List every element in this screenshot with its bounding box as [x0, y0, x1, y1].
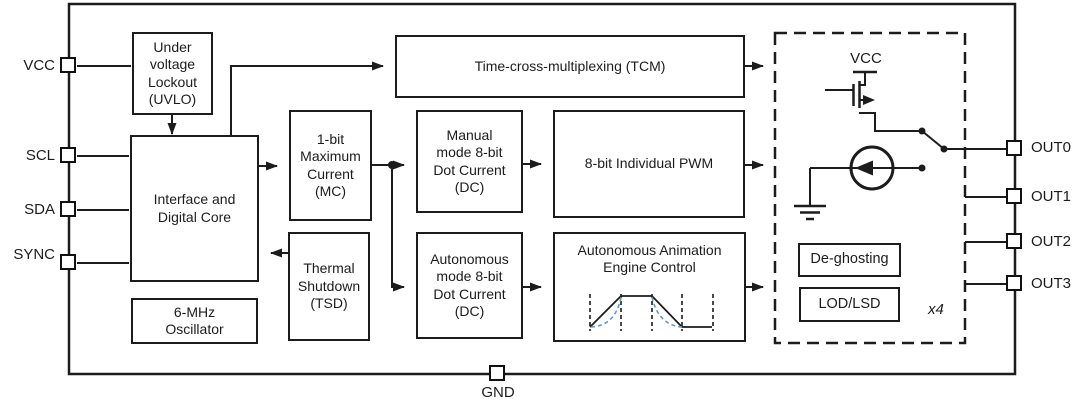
- pin-sync: [60, 254, 76, 270]
- block-lod-lsd: LOD/LSD: [799, 287, 900, 322]
- pin-label-out0: OUT0: [1031, 139, 1072, 156]
- block-uvlo: Under voltage Lockout (UVLO): [132, 32, 213, 115]
- pin-label-out3: OUT3: [1031, 275, 1072, 292]
- pin-out2: [1006, 233, 1022, 249]
- output-stage-vcc-label: VCC: [850, 50, 882, 67]
- current-source-arrow: [855, 160, 873, 176]
- current-source-circle: [849, 145, 895, 191]
- switch-contact-bottom: [918, 164, 926, 172]
- block-oscillator: 6-MHz Oscillator: [131, 298, 258, 344]
- pin-label-out2: OUT2: [1031, 233, 1072, 250]
- signal-wires: [77, 61, 1008, 292]
- block-interface-digital-core: Interface and Digital Core: [130, 135, 259, 282]
- block-maximum-current: 1-bit Maximum Current (MC): [289, 110, 372, 221]
- pin-label-vcc: VCC: [23, 57, 55, 74]
- block-manual-dot-current: Manual mode 8-bit Dot Current (DC): [416, 110, 523, 213]
- waveform-trapezoid: [589, 295, 712, 328]
- pin-label-scl: SCL: [25, 147, 55, 164]
- pin-label-gnd: GND: [481, 384, 515, 401]
- switch-pole: [940, 145, 948, 153]
- block-individual-pwm: 8-bit Individual PWM: [553, 110, 745, 218]
- pin-label-sync: SYNC: [13, 246, 55, 263]
- output-switch: [918, 127, 948, 153]
- pin-vcc: [60, 57, 76, 73]
- pin-scl: [60, 147, 76, 163]
- pin-gnd: [489, 365, 505, 381]
- block-deghosting: De-ghosting: [798, 243, 901, 277]
- pin-out3: [1006, 275, 1022, 291]
- pin-label-sda: SDA: [24, 201, 55, 218]
- output-stage-multiplier-label: x4: [928, 301, 944, 318]
- mosfet-source-wire: [859, 112, 922, 132]
- mosfet-symbol: [825, 70, 922, 132]
- block-tcm: Time-cross-multiplexing (TCM): [395, 35, 745, 98]
- block-autonomous-dot-current: Autonomous mode 8-bit Dot Current (DC): [416, 232, 523, 339]
- switch-blade: [921, 130, 945, 150]
- mosfet-arrow: [863, 95, 875, 105]
- block-thermal-shutdown: Thermal Shutdown (TSD): [288, 232, 370, 341]
- pin-label-out1: OUT1: [1031, 188, 1072, 205]
- pin-out0: [1006, 140, 1022, 156]
- mosfet-drain: [859, 72, 866, 86]
- junction-dot-mc-output: [388, 161, 396, 169]
- pin-sda: [60, 201, 76, 217]
- waveform-exp-rise-curve: [590, 296, 622, 328]
- wire-core-to-tcm: [230, 61, 384, 135]
- pin-out1: [1006, 188, 1022, 204]
- block-animation-engine: Autonomous Animation Engine Control: [553, 232, 746, 342]
- animation-waveform: [589, 294, 714, 331]
- waveform-exp-fall-curve: [651, 296, 683, 328]
- wire-mc-to-auto-dc: [391, 165, 405, 292]
